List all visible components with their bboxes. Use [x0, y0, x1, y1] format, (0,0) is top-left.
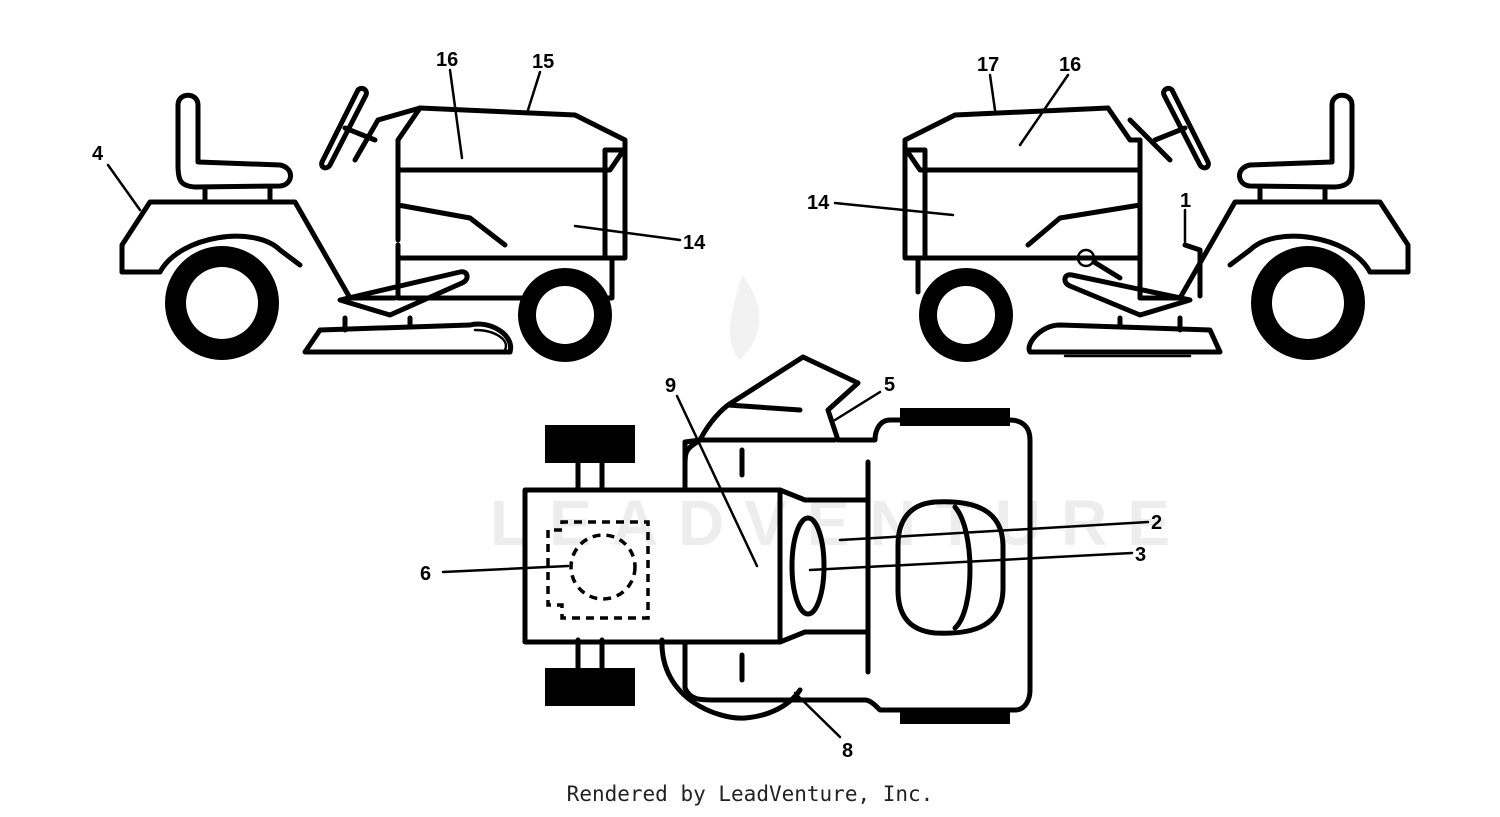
- callout-8: 8: [842, 740, 853, 762]
- rear-body: [682, 417, 1033, 713]
- leader-lines: [106, 68, 1187, 739]
- discharge-chute: [697, 354, 861, 443]
- seat-top: [895, 499, 1006, 636]
- mower-deck: [302, 321, 514, 355]
- rear-tire-top: [900, 408, 1010, 426]
- callout-14-left: 14: [683, 232, 706, 254]
- steering-wheel: [319, 85, 369, 171]
- front-tire-bottom: [545, 668, 635, 706]
- callout-6: 6: [420, 563, 431, 585]
- callout-17: 17: [977, 54, 999, 76]
- callout-5: 5: [884, 374, 895, 396]
- tractor-right-side-view: [902, 85, 1411, 362]
- flame-logo: [730, 275, 760, 360]
- seat: [175, 92, 293, 190]
- tractor-top-view: [522, 354, 1033, 724]
- callout-15: 15: [532, 51, 554, 73]
- mower-deck: [1026, 322, 1223, 355]
- seat: [1237, 92, 1355, 190]
- steering-wheel: [1161, 85, 1211, 171]
- hood-emblem: [569, 533, 637, 601]
- callout-labels: 4 16 15 14 17 16 14 1 5 9 6 2 3 8: [92, 49, 1191, 762]
- callout-16-right: 16: [1059, 54, 1081, 76]
- front-tire-top: [545, 425, 635, 463]
- foot-pedal: [337, 269, 470, 318]
- render-credit: Rendered by LeadVenture, Inc.: [566, 782, 934, 806]
- foot-pedal: [1062, 272, 1193, 318]
- callout-4: 4: [92, 143, 104, 165]
- tractor-left-side-view: [119, 85, 628, 362]
- callout-1: 1: [1180, 190, 1191, 212]
- hood: [902, 105, 1143, 261]
- hood: [395, 105, 628, 261]
- steering-column: [789, 515, 827, 617]
- callout-3: 3: [1135, 544, 1146, 566]
- callout-16-left: 16: [436, 49, 458, 71]
- lift-lever-knob: [1076, 248, 1096, 268]
- hood-top: [522, 487, 783, 645]
- callout-9: 9: [665, 375, 676, 397]
- callout-14-right: 14: [807, 192, 830, 214]
- callout-2: 2: [1151, 512, 1162, 534]
